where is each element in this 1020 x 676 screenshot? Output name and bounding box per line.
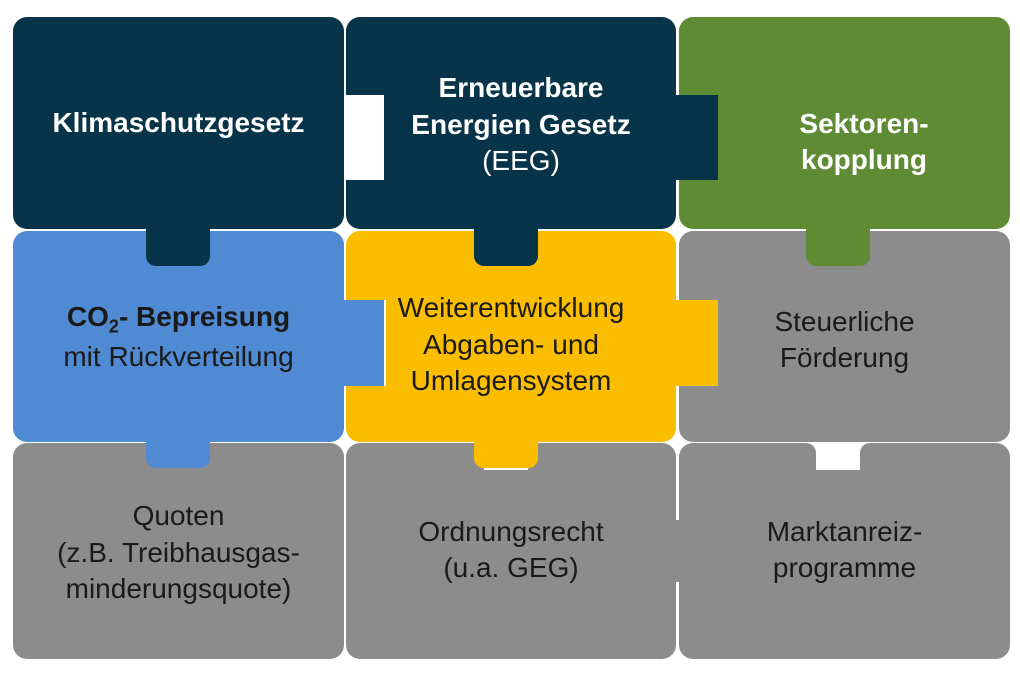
puzzle-piece-ordnungsrecht xyxy=(346,443,718,659)
puzzle-piece-co2 xyxy=(13,231,384,468)
puzzle-piece-quoten xyxy=(13,443,344,659)
puzzle-piece-steuerliche xyxy=(679,231,1010,442)
puzzle-piece-eeg xyxy=(346,17,718,266)
puzzle-piece-sektorenkopplung xyxy=(679,17,1010,266)
puzzle-piece-klimaschutzgesetz xyxy=(13,17,344,266)
puzzle-piece-marktanreiz xyxy=(679,443,1010,659)
puzzle-piece-weiterentwicklung xyxy=(346,231,718,468)
